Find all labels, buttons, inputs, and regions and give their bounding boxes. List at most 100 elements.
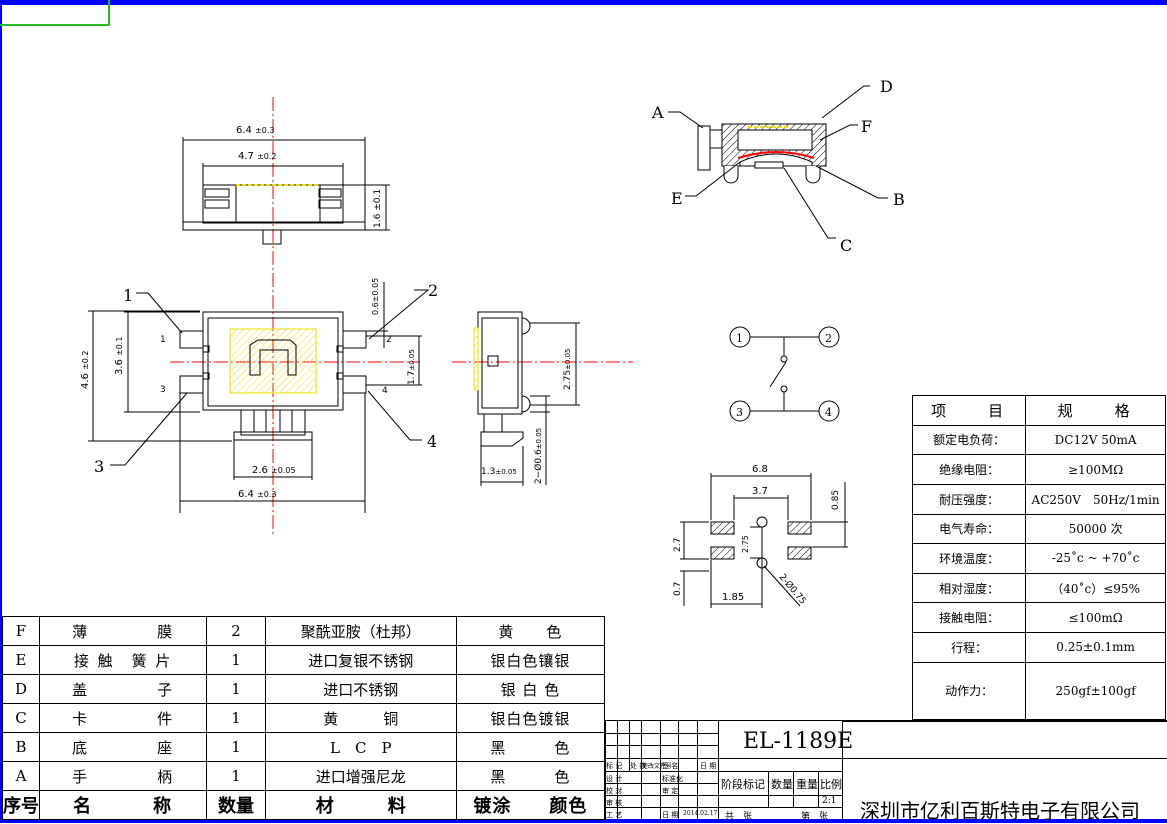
spec-key: 动作力：: [911, 661, 1027, 721]
fp-dim-hole: 2-Ø0.75: [777, 572, 809, 607]
rev-header-sign: 签 名: [662, 762, 679, 770]
weight-label: 重量: [796, 778, 818, 791]
fp-dim-small: 0.7: [673, 582, 683, 596]
spec-row: 行程：0.25±0.1mm: [911, 632, 1166, 663]
pin-label-4: 4: [427, 432, 437, 451]
section-label-d: D: [880, 77, 893, 96]
bom-cell: 盖 子: [38, 674, 208, 704]
frame-border-bottom: [0, 819, 1167, 823]
bom-cell: 黑 色: [455, 732, 606, 762]
dim-pin-pitch: 1.7±0.05: [407, 349, 417, 385]
bom-cell: 黑 色: [455, 761, 606, 791]
schematic-pin-4: 4: [825, 406, 832, 419]
spec-key: 环境温度：: [911, 543, 1027, 574]
bom-header-row: 序号名 称数量材 料镀涂 颜色: [2, 790, 606, 820]
dim-body-height: 3.6 ±0.1: [114, 336, 125, 375]
sheet-number: 第 张: [801, 812, 829, 822]
bom-cell: 薄 膜: [38, 616, 208, 646]
sheets-total: 共 张: [725, 812, 753, 822]
dim-pin-gap: 0.6±0.05: [371, 278, 380, 315]
bom-cell: 黄 色: [455, 616, 606, 646]
spec-row: 环境温度：-25˚c ~ +70˚c: [911, 543, 1166, 574]
rev-header-doc: 更改文件号: [642, 763, 673, 770]
fp-dim-pitch: 2.7: [673, 538, 683, 552]
section-label-b: B: [893, 190, 905, 209]
role-check: 校 对: [606, 787, 623, 795]
title-block: EL-1189E 深圳市亿利百斯特电子有限公司 标 记 处 数 更改文件号 签 …: [605, 720, 1167, 823]
spec-value: （40˚c）≤95%: [1025, 572, 1166, 604]
role-design: 设 计: [606, 775, 623, 783]
bom-cell: 银 白 色: [455, 674, 606, 704]
dim-side-height: 2.75±0.05: [563, 349, 573, 391]
frame-border-top: [0, 0, 1167, 5]
bom-cell: D: [2, 674, 40, 704]
bom-cell: F: [2, 616, 40, 646]
bom-cell: 进口不锈钢: [264, 674, 457, 704]
dim-post-dia: 2−Ø0.6±0.05: [533, 428, 544, 484]
bom-cell: 1: [206, 645, 266, 675]
date-label: 日 期: [662, 811, 679, 819]
spec-row: 额定电负荷：DC12V 50mA: [911, 424, 1166, 456]
plan-view: [88, 282, 430, 513]
part-number: EL-1189E: [743, 729, 854, 754]
bom-cell: 卡 件: [38, 703, 208, 733]
dim-top-inner: 4.7 ±0.2: [238, 151, 277, 162]
spec-value: AC250V 50Hz/1min: [1025, 483, 1166, 515]
bom-cell: 聚酰亚胺（杜邦）: [264, 616, 457, 646]
bom-cell: 1: [206, 703, 266, 733]
spec-value: ≥100MΩ: [1025, 454, 1166, 485]
company-name: 深圳市亿利百斯特电子有限公司: [860, 799, 1140, 823]
fp-dim-h1: 0.85: [831, 490, 841, 510]
bom-header-cell: 序号: [2, 790, 40, 820]
spec-header-cell: 规 格: [1025, 395, 1166, 426]
spec-value: 250gf±100gf: [1025, 661, 1166, 721]
spec-header-cell: 项 目: [911, 395, 1027, 426]
bom-header-cell: 材 料: [264, 790, 457, 820]
spec-row: 耐压强度：AC250V 50Hz/1min: [911, 483, 1166, 515]
scale-value: 2:1: [822, 796, 837, 806]
pin-mark-4: 4: [382, 386, 388, 396]
dim-bottom-inner: 2.6 ±0.05: [252, 465, 296, 476]
spec-row: 相对湿度：（40˚c）≤95%: [911, 572, 1166, 604]
pcb-footprint: [680, 473, 848, 608]
pin-label-3: 3: [94, 457, 104, 476]
bom-cell: 接 触 簧 片: [38, 645, 208, 675]
pin-mark-3: 3: [160, 385, 166, 395]
bom-cell: B: [2, 732, 40, 762]
section-label-e: E: [671, 189, 683, 208]
fp-dim-span: 6.8: [752, 464, 768, 475]
fp-dim-inner: 3.7: [752, 486, 768, 497]
role-approve: 审 定: [662, 787, 679, 795]
bom-cell: E: [2, 645, 40, 675]
spec-row: 动作力：250gf±100gf: [911, 661, 1166, 721]
spec-value: DC12V 50mA: [1025, 424, 1166, 456]
role-process: 工 艺: [606, 811, 623, 819]
bom-cell: 银白色镀银: [455, 703, 606, 733]
spec-key: 接触电阻：: [911, 602, 1027, 633]
bom-cell: A: [2, 761, 40, 791]
bom-cell: L C P: [264, 732, 457, 762]
bom-cell: C: [2, 703, 40, 733]
section-label-f: F: [861, 117, 872, 136]
rev-header-count: 处 数: [630, 762, 647, 770]
spec-row: 电气寿命：50000 次: [911, 513, 1166, 545]
spec-value: ≤100mΩ: [1025, 602, 1166, 633]
role-review: 审 核: [606, 799, 623, 807]
bom-header-cell: 数量: [206, 790, 266, 820]
schematic-pin-1: 1: [736, 332, 743, 345]
dim-side-width: 1.3±0.05: [481, 467, 517, 477]
bom-cell: 1: [206, 761, 266, 791]
spec-key: 相对湿度：: [911, 572, 1027, 604]
spec-value: 0.25±0.1mm: [1025, 632, 1166, 663]
spec-key: 额定电负荷：: [911, 424, 1027, 456]
role-std: 标准化: [662, 775, 683, 783]
frame-border-left: [0, 0, 2, 823]
section-label-c: C: [840, 236, 852, 255]
